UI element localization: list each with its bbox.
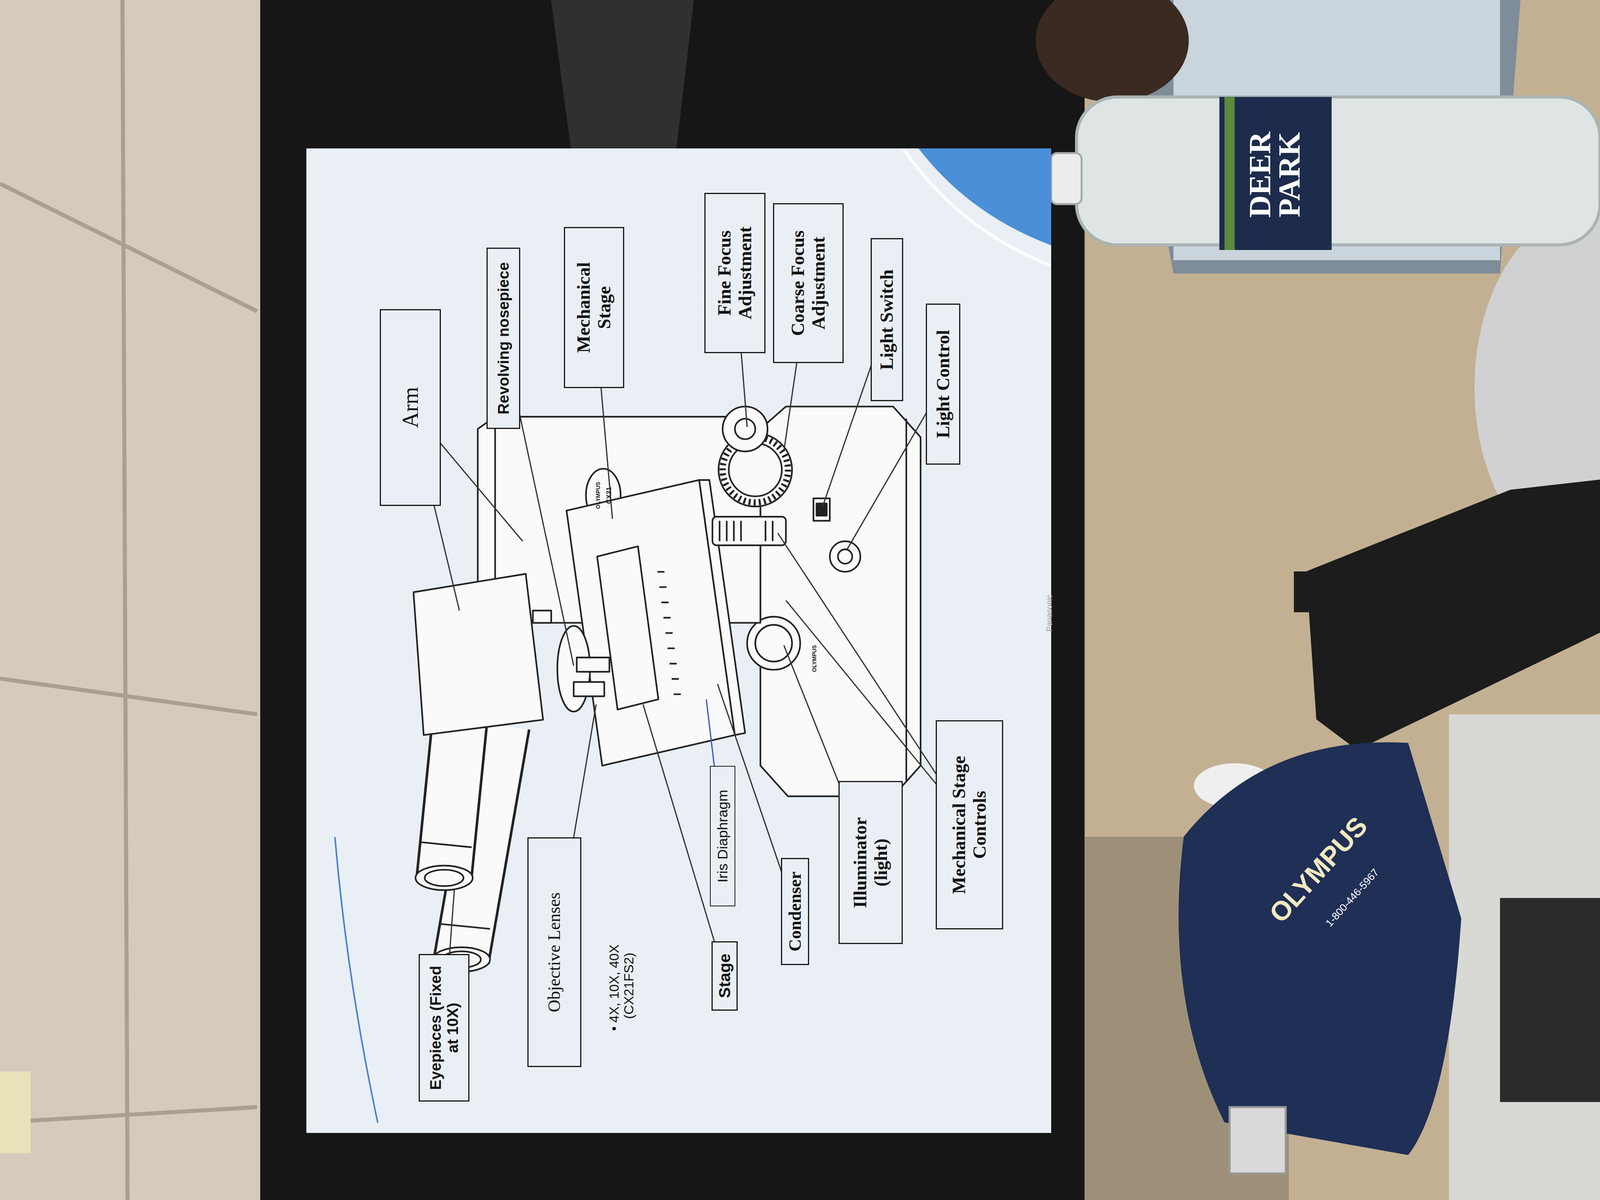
part-label-text: Arm: [397, 386, 423, 429]
part-label-box: Revolving nosepiece: [486, 247, 520, 429]
part-label-text: Mechanical Stage: [573, 246, 615, 369]
brand-text: OLYMPUS: [594, 481, 601, 509]
part-label-text: Revolving nosepiece: [494, 261, 512, 414]
part-label-box: Mechanical Stage: [563, 226, 625, 388]
part-label-box: Eyepieces (Fixed at 10X): [418, 953, 470, 1102]
part-label-text: Eyepieces (Fixed at 10X): [426, 961, 461, 1094]
connector-layer: [306, 148, 1052, 1133]
part-label-text: Mechanical Stage Controls: [948, 748, 991, 902]
part-label-box: Fine Focus Adjustment: [703, 192, 766, 354]
part-label-text: Condenser: [785, 871, 805, 952]
part-label-text: Iris Diaphragm: [714, 789, 731, 883]
model-text: CX21: [605, 486, 614, 504]
part-label-box: Light Control: [925, 303, 960, 465]
part-label-text: Fine Focus Adjustment: [714, 209, 756, 337]
brand-text: OLYMPUS: [811, 644, 818, 672]
part-label-text: Illuminator (light): [849, 801, 891, 924]
part-label-box: Coarse Focus Adjustment: [773, 202, 844, 364]
part-label-box: Mechanical Stage Controls: [935, 720, 1004, 930]
part-label-box: Condenser: [780, 857, 810, 966]
microscope-illustration: [306, 148, 1052, 1133]
part-label-text: Objective Lenses: [544, 892, 564, 1012]
part-label-text: Coarse Focus Adjustment: [787, 211, 829, 355]
spec-note: • 4X, 10X, 40X (CX21FS2): [607, 875, 637, 1031]
projected-slide: ArmEyepieces (Fixed at 10X) Revolving nos…: [306, 148, 1052, 1133]
part-label-text: Light Control: [932, 329, 954, 439]
part-label-text: Light Switch: [876, 269, 898, 370]
part-label-text: Stage: [715, 953, 734, 999]
monitor-brand: Panasonic: [1044, 594, 1054, 632]
part-label-box: Illuminator (light): [838, 780, 903, 944]
part-label-box: Light Switch: [870, 238, 903, 402]
part-label-box: Arm: [379, 308, 441, 506]
part-label-box: Iris Diaphragm: [709, 765, 735, 907]
part-label-box: Stage: [711, 940, 738, 1011]
part-label-box: Objective Lenses: [526, 837, 581, 1067]
bottle-brand: DEER PARK: [1245, 123, 1304, 227]
